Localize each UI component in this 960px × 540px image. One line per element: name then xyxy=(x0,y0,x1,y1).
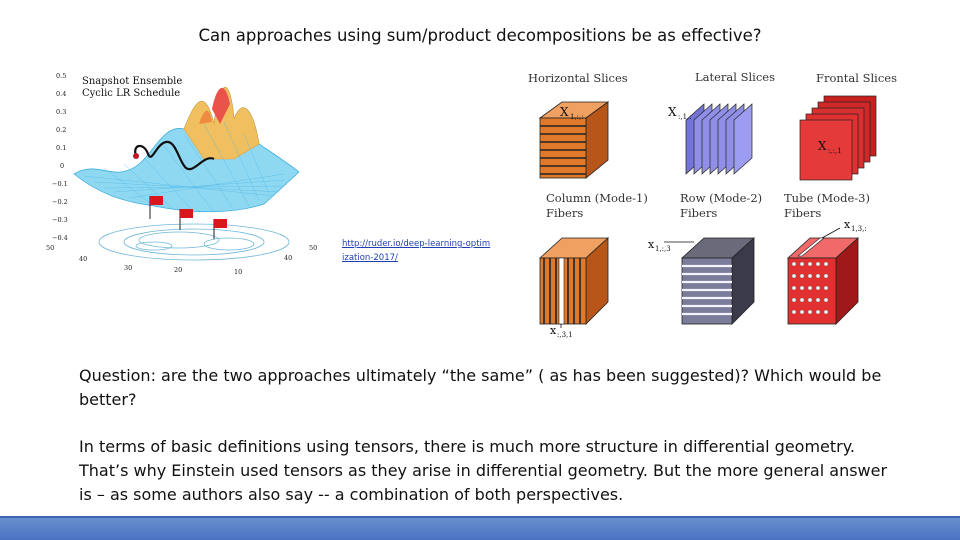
lateral-slices-cube: X :,1,: xyxy=(668,103,753,175)
row-fibers-cube: x 1,:,3 xyxy=(648,237,756,325)
math-x1: X xyxy=(560,105,569,119)
math-row: x xyxy=(648,238,655,251)
horizontal-slices-cube: X 1,:,: xyxy=(538,101,610,179)
legend-line-2: Cyclic LR Schedule xyxy=(82,88,180,99)
legend-line-1: Snapshot Ensemble xyxy=(82,76,182,87)
label-horizontal-slices: Horizontal Slices xyxy=(528,71,628,85)
label-tube-2: Fibers xyxy=(784,206,821,220)
footer-bar xyxy=(0,516,960,540)
base-tick: 50 xyxy=(46,244,54,252)
z-tick: 0.2 xyxy=(56,126,66,134)
math-x3-sub: :,:,1 xyxy=(828,147,842,155)
math-col: x xyxy=(550,324,557,337)
answer-paragraph: In terms of basic definitions using tens… xyxy=(79,437,888,504)
base-tick: 40 xyxy=(284,254,292,262)
loss-surface-mesh xyxy=(73,86,300,213)
z-tick: 0 xyxy=(60,162,64,170)
z-tick: −0.2 xyxy=(52,198,68,206)
math-tube-sub: 1,3,: xyxy=(851,225,867,233)
label-row-1: Row (Mode-2) xyxy=(680,191,762,205)
z-tick: 0.1 xyxy=(56,144,66,152)
start-point xyxy=(133,153,139,159)
z-tick: 0.4 xyxy=(56,90,66,98)
base-tick: 40 xyxy=(79,255,87,263)
z-tick: −0.4 xyxy=(52,234,68,242)
loss-surface-figure: 0.5 0.4 0.3 0.2 0.1 0 −0.1 −0.2 −0.3 −0.… xyxy=(44,64,324,276)
math-col-sub: :,3,1 xyxy=(557,331,573,339)
label-lateral-slices: Lateral Slices xyxy=(695,70,775,84)
contour-base xyxy=(98,223,290,261)
source-link[interactable]: http://ruder.io/deep-learning-optimizati… xyxy=(342,239,491,263)
base-axis-ticks: 50 40 30 20 10 50 40 xyxy=(46,244,317,276)
optimizer-path xyxy=(134,140,215,171)
math-x1-sub: 1,:,: xyxy=(570,113,584,121)
math-row-sub: 1,:,3 xyxy=(655,245,671,253)
snapshot-flags xyxy=(149,196,227,239)
label-column-1: Column (Mode-1) xyxy=(546,191,648,205)
z-tick: 0.5 xyxy=(56,72,66,80)
slide-title: Can approaches using sum/product decompo… xyxy=(198,26,762,45)
label-tube-1: Tube (Mode-3) xyxy=(784,191,870,205)
base-tick: 50 xyxy=(309,244,317,252)
frontal-slices-cube: X :,:,1 xyxy=(799,95,877,181)
base-tick: 10 xyxy=(234,268,242,274)
math-x3: X xyxy=(818,139,827,153)
question-paragraph: Question: are the two approaches ultimat… xyxy=(79,366,882,409)
label-frontal-slices: Frontal Slices xyxy=(816,71,897,85)
column-fibers-cube: x :,3,1 xyxy=(538,237,610,339)
base-tick: 20 xyxy=(174,266,182,274)
tensor-svg: Horizontal Slices Lateral Slices Frontal… xyxy=(528,70,897,339)
loss-surface-svg: 0.5 0.4 0.3 0.2 0.1 0 −0.1 −0.2 −0.3 −0.… xyxy=(46,72,317,276)
z-axis-ticks: 0.5 0.4 0.3 0.2 0.1 0 −0.1 −0.2 −0.3 −0.… xyxy=(52,72,68,242)
label-column-2: Fibers xyxy=(546,206,583,220)
z-tick: −0.3 xyxy=(52,216,68,224)
tube-fibers-cube: x 1,3,: xyxy=(786,218,867,325)
z-tick: 0.3 xyxy=(56,108,66,116)
base-tick: 30 xyxy=(124,264,132,272)
math-x2: X xyxy=(668,105,677,119)
label-row-2: Fibers xyxy=(680,206,717,220)
tensor-figure: Horizontal Slices Lateral Slices Frontal… xyxy=(522,62,902,344)
math-tube: x xyxy=(844,218,851,231)
z-tick: −0.1 xyxy=(52,180,68,188)
math-x2-sub: :,1,: xyxy=(678,113,692,121)
